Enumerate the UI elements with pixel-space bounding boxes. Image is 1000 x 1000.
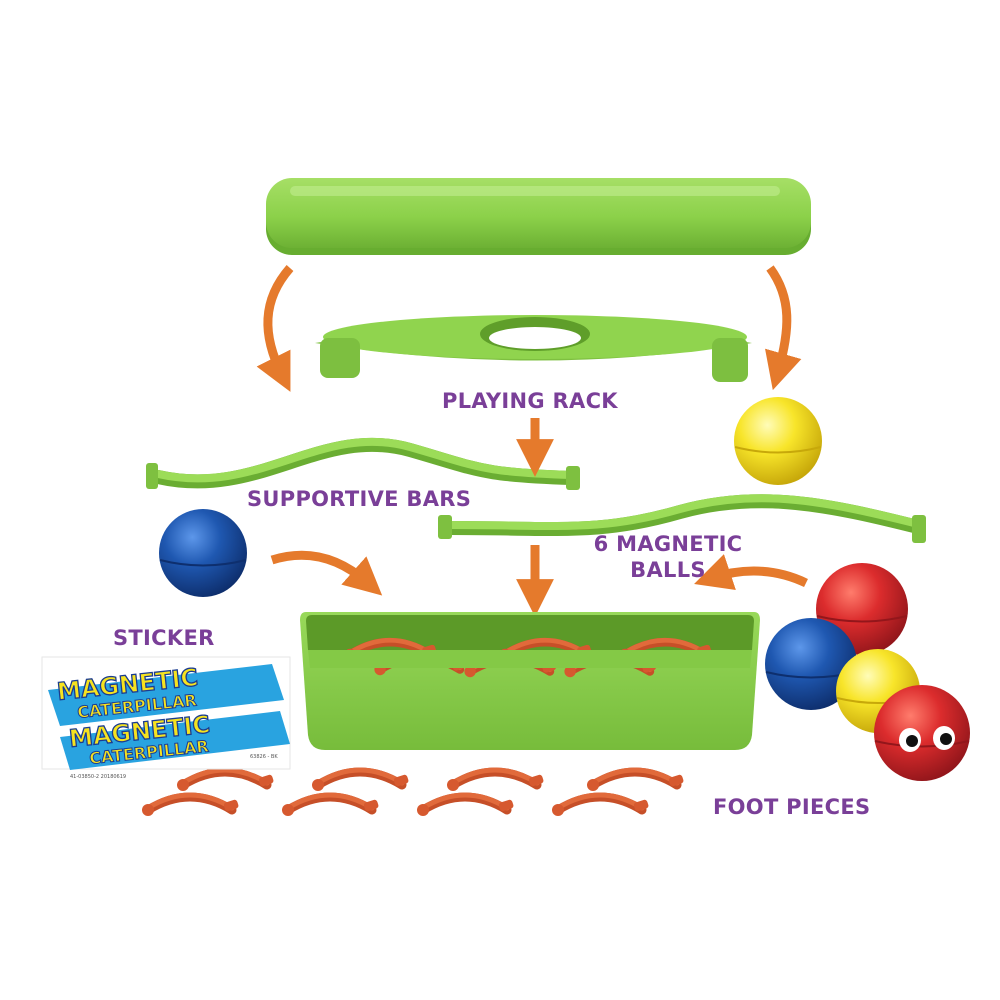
curved-arrow-icon <box>256 265 294 392</box>
sticker-fine-print-right: 63826 - BK <box>250 754 278 760</box>
label-playing-rack: PLAYING RACK <box>442 389 618 413</box>
playing-rack <box>315 315 752 382</box>
sticker-fine-print-left: 41-03850-2 20180619 <box>70 774 126 780</box>
sticker-1: MAGNETIC CATERPILLAR <box>48 663 284 726</box>
curved-arrow-icon <box>765 265 802 391</box>
magnetic-ball-red-face <box>874 685 970 781</box>
lid-top-plate <box>266 178 811 255</box>
foot-pieces <box>142 770 684 816</box>
magnetic-ball-blue <box>159 509 247 597</box>
magnetic-ball-yellow <box>734 397 822 485</box>
label-magnetic-balls-line2: BALLS <box>630 558 706 583</box>
label-foot-pieces: FOOT PIECES <box>713 795 871 819</box>
label-sticker: STICKER <box>113 626 215 650</box>
storage-tray <box>300 612 760 750</box>
curved-arrow-icon <box>270 550 383 596</box>
supportive-bar-lower <box>438 494 926 543</box>
supportive-bar-upper <box>146 437 580 490</box>
curved-arrow-icon <box>694 554 808 590</box>
label-magnetic-balls: 6 MAGNETIC BALLS <box>590 531 746 584</box>
sticker-sheet: MAGNETIC CATERPILLAR MAGNETIC CATERPILLA… <box>41 656 291 780</box>
label-magnetic-balls-line1: 6 MAGNETIC <box>593 532 743 556</box>
label-supportive-bars: SUPPORTIVE BARS <box>247 487 472 511</box>
